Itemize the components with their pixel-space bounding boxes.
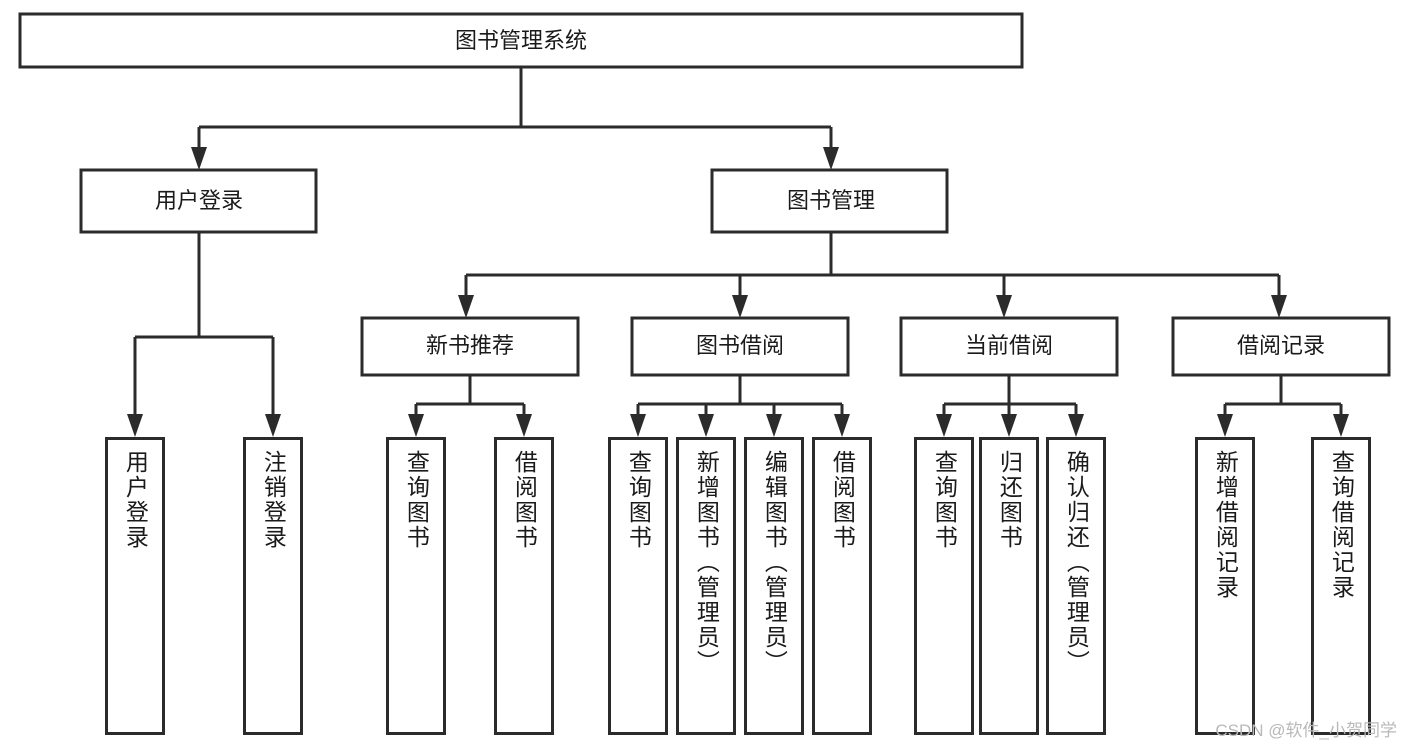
leaf-node-label: 归还图书 [996,450,1023,550]
arrow-head-icon [191,147,207,170]
leaf-node-label: 借阅图书 [829,450,856,550]
arrow-head-icon [766,414,782,437]
node-current-borrow[interactable]: 当前借阅 [899,316,1119,377]
node-label: 图书借阅 [696,333,784,358]
arrow-head-icon [1217,414,1233,437]
arrow-head-icon [265,414,281,437]
arrow-head-icon [996,295,1012,318]
arrow-head-icon [127,414,143,437]
connector-borrow-records-to-leaves [1217,375,1349,437]
node-new-book-recommend[interactable]: 新书推荐 [360,316,580,377]
connector-book-borrow-to-leaves [630,375,850,437]
node-box[interactable] [630,316,850,377]
connector-new-books-to-leaves [408,375,532,437]
leaf-node-query-books-current[interactable]: 查询图书 [914,437,974,735]
leaf-node-borrow-books[interactable]: 借阅图书 [812,437,872,735]
leaf-node-query-books-new[interactable]: 查询图书 [386,437,446,735]
leaf-node-query-borrow-record[interactable]: 查询借阅记录 [1311,437,1371,735]
leaf-node-query-books-borrow[interactable]: 查询图书 [608,437,668,735]
leaf-node-label: 确认归还（管理员） [1063,450,1090,675]
arrow-head-icon [630,414,646,437]
node-box[interactable] [18,12,1024,69]
node-label: 新书推荐 [426,333,514,358]
node-book-borrow[interactable]: 图书借阅 [630,316,850,377]
node-box[interactable] [899,316,1119,377]
node-label: 图书管理 [787,188,875,213]
leaf-node-borrow-books-new[interactable]: 借阅图书 [494,437,554,735]
arrow-head-icon [834,414,850,437]
leaf-node-label: 查询图书 [931,450,958,550]
leaf-node-confirm-return-admin[interactable]: 确认归还（管理员） [1046,437,1106,735]
arrow-head-icon [698,414,714,437]
node-user-login[interactable]: 用户登录 [79,168,318,234]
node-box[interactable] [79,168,318,234]
arrow-head-icon [1271,295,1287,318]
arrow-head-icon [408,414,424,437]
connector-current-borrow-to-leaves [936,375,1084,437]
node-box[interactable] [710,168,949,234]
arrow-head-icon [1333,414,1349,437]
node-box[interactable] [360,316,580,377]
arrow-head-icon [1001,414,1017,437]
leaf-node-add-book-admin[interactable]: 新增图书（管理员） [676,437,736,735]
node-label: 用户登录 [155,188,243,213]
leaf-node-add-borrow-record[interactable]: 新增借阅记录 [1195,437,1255,735]
leaf-node-logout[interactable]: 注销登录 [243,437,303,735]
leaf-node-label: 新增图书（管理员） [693,450,720,675]
arrow-head-icon [516,414,532,437]
node-label: 图书管理系统 [455,28,587,53]
arrow-head-icon [1068,414,1084,437]
node-label: 借阅记录 [1237,333,1325,358]
leaf-node-label: 查询图书 [625,450,652,550]
node-box[interactable] [1171,316,1391,377]
connector-root-to-level2 [191,67,839,170]
leaf-node-label: 查询图书 [403,450,430,550]
leaf-node-label: 新增借阅记录 [1212,450,1239,600]
node-label: 当前借阅 [965,333,1053,358]
node-root[interactable]: 图书管理系统 [18,12,1024,69]
node-book-management[interactable]: 图书管理 [710,168,949,234]
arrow-head-icon [458,295,474,318]
leaf-node-return-books[interactable]: 归还图书 [979,437,1039,735]
leaf-node-edit-book-admin[interactable]: 编辑图书（管理员） [744,437,804,735]
connector-user-login-to-leaves [127,232,281,437]
leaf-node-label: 借阅图书 [511,450,538,550]
connector-book-mgmt-to-level3 [458,232,1287,318]
leaf-node-label: 注销登录 [260,450,287,550]
arrow-head-icon [732,295,748,318]
arrow-head-icon [936,414,952,437]
arrow-head-icon [823,147,839,170]
leaf-node-user-login[interactable]: 用户登录 [105,437,165,735]
leaf-node-label: 编辑图书（管理员） [761,450,788,675]
leaf-node-label: 查询借阅记录 [1328,450,1355,600]
leaf-node-label: 用户登录 [122,450,149,550]
node-borrow-records[interactable]: 借阅记录 [1171,316,1391,377]
